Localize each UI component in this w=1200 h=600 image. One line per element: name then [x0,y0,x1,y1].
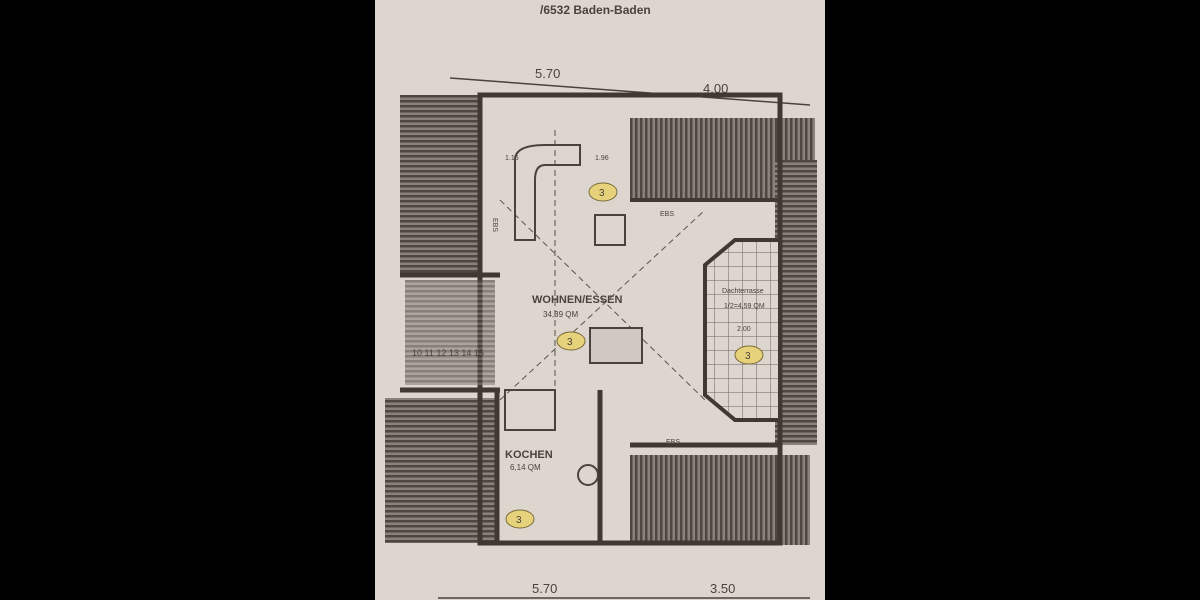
dim-bottom-right: 3.50 [710,581,735,596]
terrace-width: 2.00 [737,326,751,333]
badge-living: 3 [556,331,586,351]
sofa [514,144,581,241]
stair-numbers: 10 11 12 13 14 15 [412,348,484,358]
dim-b: 1.96 [595,155,609,162]
roof-hatch-left-bottom [385,398,495,543]
armchair [594,214,626,246]
stairs[interactable] [405,280,495,385]
svg-text:3: 3 [745,351,751,362]
dim-top-left: 5.70 [535,66,560,81]
dim-a: 1.15 [505,155,519,162]
svg-text:3: 3 [599,188,605,199]
badge-kitchen: 3 [505,509,535,529]
address-text: /6532 Baden-Baden [540,3,651,17]
dim-top-right: 4.00 [703,81,728,96]
roof-hatch-left-top [400,95,480,275]
ebs-bottom: EBS [666,439,680,446]
roof-hatch-right-bottom [630,455,810,545]
living-area: 34,39 QM [543,310,578,319]
svg-text:3: 3 [567,337,573,348]
dim-bottom-left: 5.70 [532,581,557,596]
dining-table [589,327,643,364]
top-dimension-line [449,77,811,106]
roof-terrace [703,238,782,422]
badge-terrace: 3 [734,345,764,365]
kitchen-area: 6,14 QM [510,463,541,472]
terrace-area: 1/2=4,59 QM [724,303,765,310]
kitchen-cabinet [504,389,556,431]
badge-living-top: 3 [588,182,618,202]
terrace-name: Dachterrasse [722,288,764,295]
ebs-left: EBS [491,218,498,232]
living-name: WOHNEN/ESSEN [532,294,623,306]
toilet [577,464,599,486]
kitchen-name: KOCHEN [505,449,553,461]
ebs-top: EBS [660,211,674,218]
svg-text:3: 3 [516,515,522,526]
